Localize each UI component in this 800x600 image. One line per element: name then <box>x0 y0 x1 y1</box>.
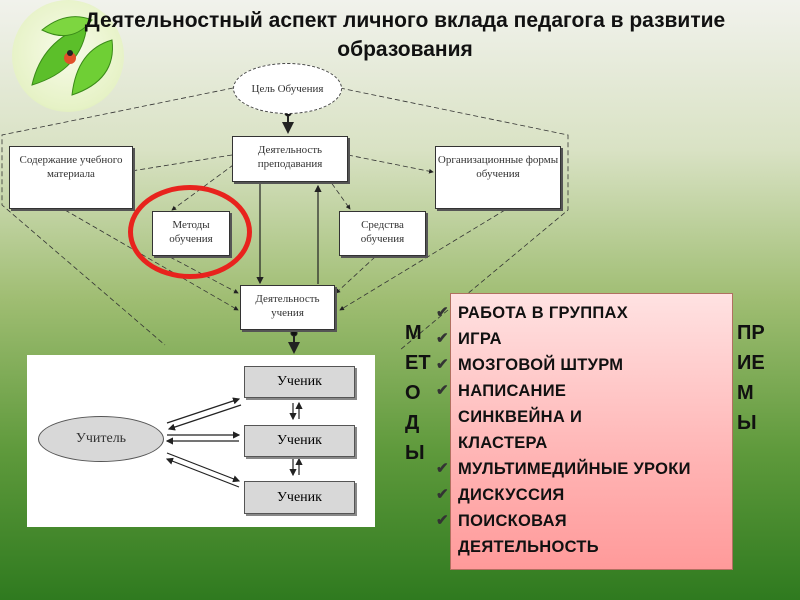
means-box: Средства обучения <box>339 211 426 256</box>
leaf-logo <box>12 0 124 112</box>
label-letter: О <box>405 382 421 404</box>
teacher-ellipse: Учитель <box>38 416 164 462</box>
list-item: ✔ ДИСКУССИЯ <box>436 482 688 508</box>
list-item-text: МОЗГОВОЙ ШТУРМ <box>458 356 624 374</box>
list-item: ✔ ПОИСКОВАЯ ДЕЯТЕЛЬНОСТЬ <box>436 508 658 560</box>
label-letter: М <box>737 382 754 404</box>
list-item: ✔ МУЛЬТИМЕДИЙНЫЕ УРОКИ <box>436 456 703 482</box>
student-box: Ученик <box>244 366 355 398</box>
list-item-text: ПОИСКОВАЯ ДЕЯТЕЛЬНОСТЬ <box>458 512 599 556</box>
techniques-box <box>450 293 733 570</box>
learning-activity-box: Деятельность учения <box>240 285 335 330</box>
checkmark-icon: ✔ <box>436 460 449 477</box>
checkmark-icon: ✔ <box>436 486 449 503</box>
content-box: Содержание учебного материала <box>9 146 133 209</box>
list-item: ✔ НАПИСАНИЕ СИНКВЕЙНА И КЛАСТЕРА <box>436 378 658 456</box>
list-item: ✔ РАБОТА В ГРУППАХ <box>436 300 688 326</box>
list-item-text: РАБОТА В ГРУППАХ <box>458 304 629 322</box>
checkmark-icon: ✔ <box>436 512 449 529</box>
checkmark-icon: ✔ <box>436 304 449 321</box>
label-letter: ЕТ <box>405 352 431 374</box>
teaching-activity-box: Деятельность преподавания <box>232 136 348 182</box>
label-letter: ПР <box>737 322 765 344</box>
label-letter: Ы <box>405 442 425 464</box>
interaction-panel: Учитель Ученик Ученик Ученик <box>27 355 375 527</box>
student-box: Ученик <box>244 481 355 514</box>
label-letter: Ы <box>737 412 757 434</box>
checkmark-icon: ✔ <box>436 330 449 347</box>
list-item-text: НАПИСАНИЕ СИНКВЕЙНА И КЛАСТЕРА <box>458 382 583 452</box>
list-item-text: МУЛЬТИМЕДИЙНЫЕ УРОКИ <box>458 460 691 478</box>
list-item: ✔ ИГРА <box>436 326 688 352</box>
forms-box: Организационные формы обучения <box>435 146 561 209</box>
leaf-ladybug-icon <box>31 16 113 96</box>
interaction-arrows <box>165 397 303 488</box>
goal-ellipse: Цель Обучения <box>233 63 342 114</box>
techniques-vertical-label: ПР ИЕ М Ы <box>737 318 765 438</box>
list-item: ✔ МОЗГОВОЙ ШТУРМ <box>436 352 688 378</box>
slide-title: Деятельностный аспект личного вклада пед… <box>84 9 726 61</box>
techniques-list: ✔РАБОТА В ГРУППАХ ✔ИГРА ✔МОЗГОВОЙ ШТУРМ … <box>436 300 736 560</box>
label-letter: Д <box>405 412 420 434</box>
list-item-text: ИГРА <box>458 330 502 348</box>
label-letter: ИЕ <box>737 352 765 374</box>
checkmark-icon: ✔ <box>436 356 449 373</box>
checkmark-icon: ✔ <box>436 382 449 399</box>
highlight-circle <box>128 185 252 279</box>
list-item-text: ДИСКУССИЯ <box>458 486 565 504</box>
methods-vertical-label: М ЕТ О Д Ы <box>405 318 431 468</box>
label-letter: М <box>405 322 422 344</box>
student-box: Ученик <box>244 425 355 457</box>
